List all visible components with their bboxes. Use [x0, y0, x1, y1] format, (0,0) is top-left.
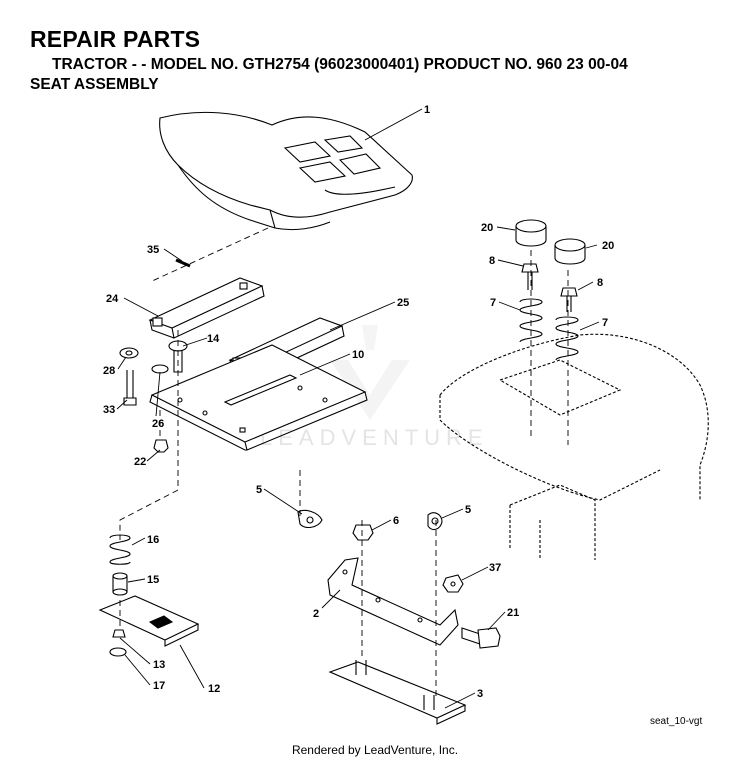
part-bolt-8-right — [560, 287, 578, 312]
callout-20-right: 20 — [602, 240, 614, 252]
callout-25: 25 — [397, 297, 409, 309]
callout-22: 22 — [134, 456, 146, 468]
callout-24: 24 — [106, 293, 119, 305]
part-seat-pan — [149, 344, 368, 451]
part-spring-right — [555, 316, 579, 361]
callout-17: 17 — [153, 680, 165, 692]
part-bolt — [123, 370, 137, 406]
callout-1: 1 — [424, 104, 430, 116]
callout-28: 28 — [103, 365, 115, 377]
page-subtitle: TRACTOR - - MODEL NO. GTH2754 (960230004… — [52, 56, 628, 73]
part-spacer — [112, 572, 128, 596]
part-pin — [175, 258, 191, 268]
section-title: SEAT ASSEMBLY — [30, 76, 159, 93]
callout-14: 14 — [207, 333, 220, 345]
page-title: REPAIR PARTS — [30, 26, 201, 52]
footer-credit: Rendered by LeadVenture, Inc. — [291, 743, 459, 757]
part-nut-6 — [352, 524, 374, 541]
callout-2: 2 — [313, 608, 319, 620]
part-mounting-bracket — [327, 557, 459, 646]
callout-15: 15 — [147, 574, 159, 586]
diagram-reference: seat_10-vgt — [650, 716, 703, 727]
part-washer — [119, 347, 139, 359]
callout-20-left: 20 — [481, 222, 493, 234]
part-washer-17 — [109, 647, 127, 657]
part-nut-37 — [442, 574, 464, 593]
part-nut-13 — [112, 629, 126, 638]
callout-13: 13 — [153, 659, 165, 671]
watermark-logo — [330, 325, 410, 420]
callout-16: 16 — [147, 534, 159, 546]
watermark-text: LEADVENTURE — [260, 425, 489, 450]
part-shoulder-bolt — [461, 627, 501, 649]
part-spring-left — [519, 298, 543, 343]
callout-8-right: 8 — [597, 277, 603, 289]
callout-21: 21 — [507, 607, 519, 619]
callout-12: 12 — [208, 683, 220, 695]
callout-33: 33 — [103, 404, 115, 416]
callout-8-left: 8 — [489, 255, 495, 267]
callout-5-left: 5 — [256, 484, 262, 496]
assembly-lines — [119, 227, 569, 700]
part-spring — [109, 534, 131, 565]
callout-35: 35 — [147, 244, 159, 256]
part-clip-right — [427, 512, 443, 531]
part-bottom-plate — [98, 595, 200, 647]
part-base-plate — [328, 660, 467, 725]
part-washer-26 — [151, 364, 169, 374]
callout-37: 37 — [489, 562, 501, 574]
callout-3: 3 — [477, 688, 483, 700]
part-nut — [153, 439, 169, 453]
callout-6: 6 — [393, 515, 399, 527]
part-bolt-8-left — [521, 263, 539, 290]
part-hinge-bracket — [148, 277, 265, 339]
part-seat — [159, 111, 413, 231]
leader-lines — [116, 108, 600, 709]
callout-10: 10 — [352, 349, 364, 361]
part-bushing-left — [515, 219, 547, 247]
part-fender — [439, 333, 709, 560]
part-bushing-right — [554, 238, 586, 265]
callout-7-right: 7 — [602, 317, 608, 329]
callout-26: 26 — [152, 418, 164, 430]
callout-7-left: 7 — [490, 297, 496, 309]
part-clip-left — [297, 509, 323, 529]
callout-5-right: 5 — [465, 504, 471, 516]
